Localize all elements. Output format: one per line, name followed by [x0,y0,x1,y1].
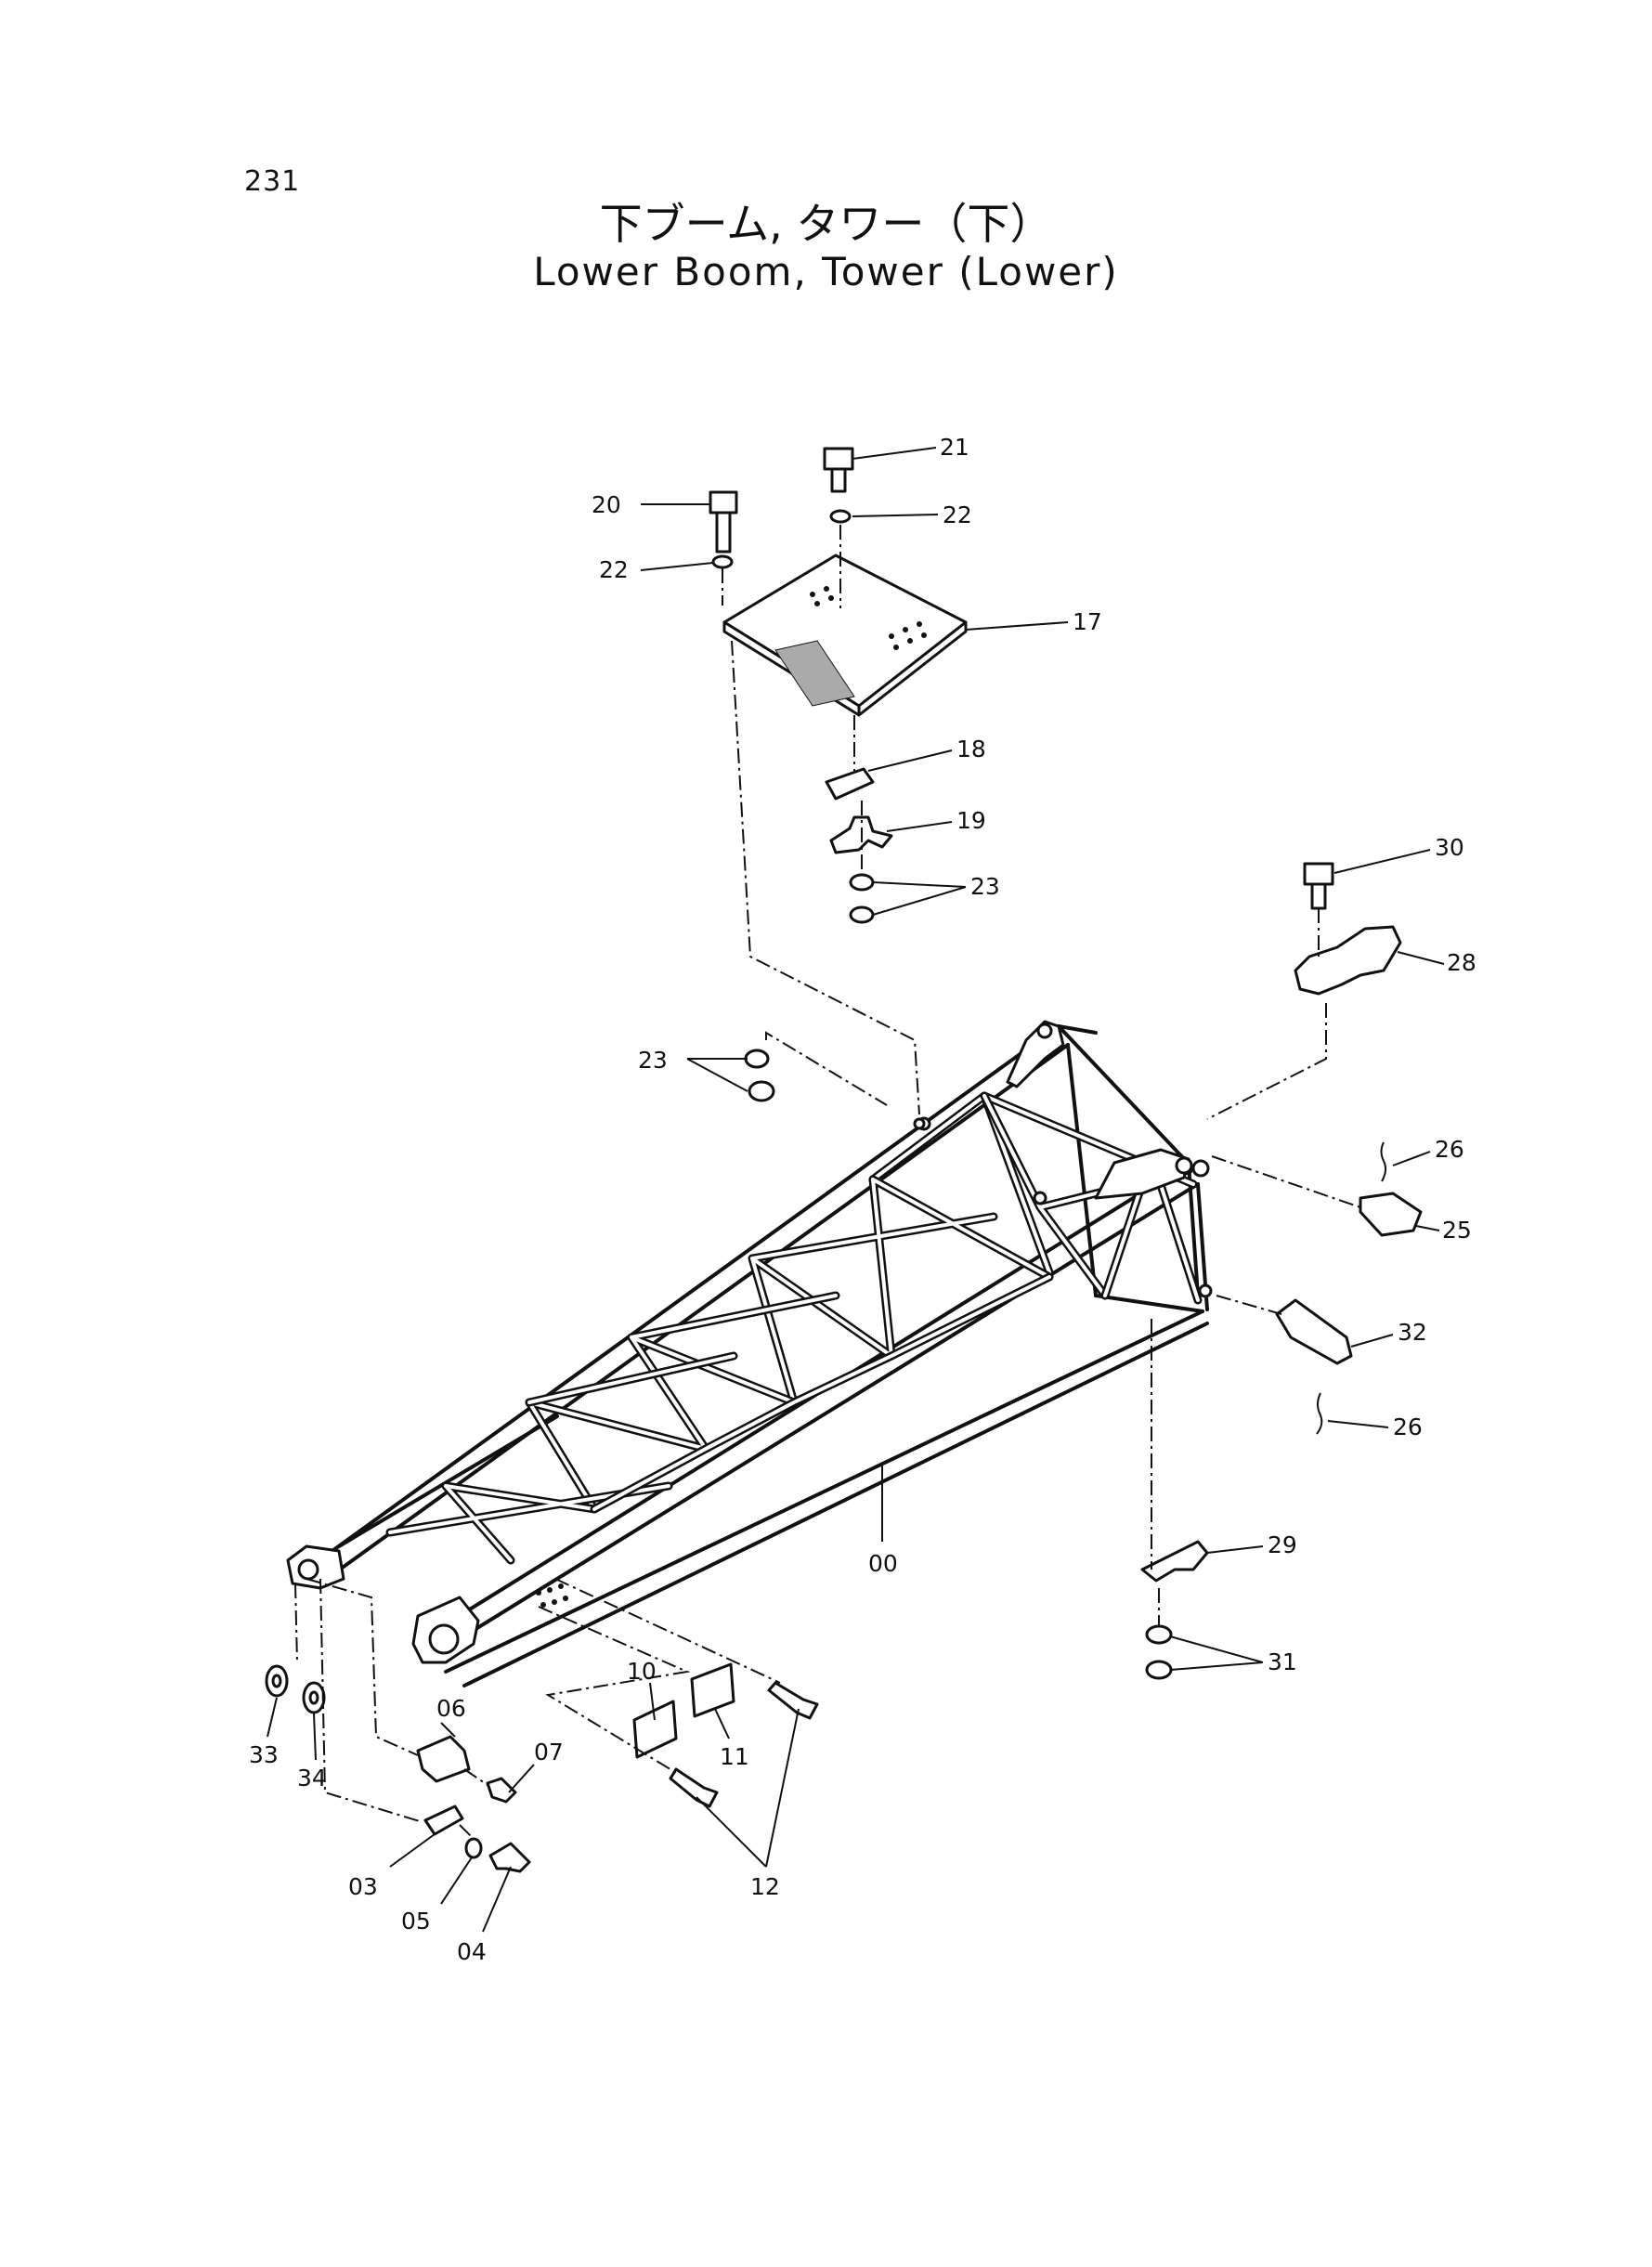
callout-23-upper: 23 [970,873,1000,900]
title-japanese: 下ブーム, タワー（下） [599,199,1053,249]
nut-31b [1145,1660,1173,1680]
callout-03: 03 [348,1873,378,1900]
callout-29: 29 [1268,1531,1297,1558]
callout-11: 11 [720,1743,749,1770]
title-english: Lower Boom, Tower (Lower) [533,249,1119,294]
callout-labels: 21 22 20 22 17 18 19 23 30 28 23 26 25 3… [249,434,1476,1965]
screw-12a [767,1681,819,1720]
callout-28: 28 [1447,949,1476,976]
callout-22-top: 22 [943,502,972,528]
nut-23b [849,905,875,924]
callout-05: 05 [401,1908,431,1935]
callout-31: 31 [1268,1648,1297,1675]
pin-06 [416,1735,471,1783]
callout-10: 10 [627,1658,657,1685]
nut-23d [748,1080,775,1102]
lock-plate-03 [423,1804,464,1836]
callout-26-lower: 26 [1393,1414,1423,1440]
bolt-04 [488,1842,531,1873]
bolt-30 [1303,862,1334,910]
callout-12: 12 [750,1873,780,1900]
nut-23a [849,873,875,892]
callout-18: 18 [956,736,986,762]
cover-28 [1294,925,1402,996]
callout-26-upper: 26 [1435,1136,1464,1163]
bolt-07 [486,1777,517,1804]
bolt-21 [823,447,854,493]
callout-06: 06 [436,1695,466,1722]
callout-23-lower: 23 [638,1047,668,1074]
callout-22: 22 [599,556,629,583]
callout-21: 21 [940,434,969,461]
plate-10 [632,1700,678,1759]
callout-07: 07 [534,1739,564,1765]
callout-20: 20 [592,491,621,518]
bracket-18 [825,767,875,801]
lower-boom-lattice [286,1020,1213,1687]
callout-30: 30 [1435,834,1464,861]
clip-26b [1316,1392,1323,1435]
pin-32 [1275,1298,1353,1365]
callout-33: 33 [249,1741,279,1768]
clip-26a [1380,1141,1387,1182]
callout-19: 19 [956,807,986,834]
callout-34: 34 [297,1765,327,1791]
washer-22a [711,554,734,569]
page-number: 231 [244,165,301,198]
callout-17: 17 [1073,608,1102,635]
nut-23c [744,1049,770,1069]
washer-05 [464,1837,483,1859]
callout-32: 32 [1398,1319,1427,1346]
screw-12b [669,1767,719,1808]
nut-31a [1145,1624,1173,1645]
washer-22b [829,509,852,524]
bolt-20 [709,490,738,554]
platform-plate [722,554,968,717]
callout-25: 25 [1442,1217,1472,1244]
callout-00: 00 [868,1550,898,1577]
leader-lines [267,447,1445,1933]
callout-04: 04 [457,1938,487,1965]
plate-11 [690,1662,735,1718]
pin-25 [1359,1192,1423,1237]
assembly-lines [294,525,1361,1840]
